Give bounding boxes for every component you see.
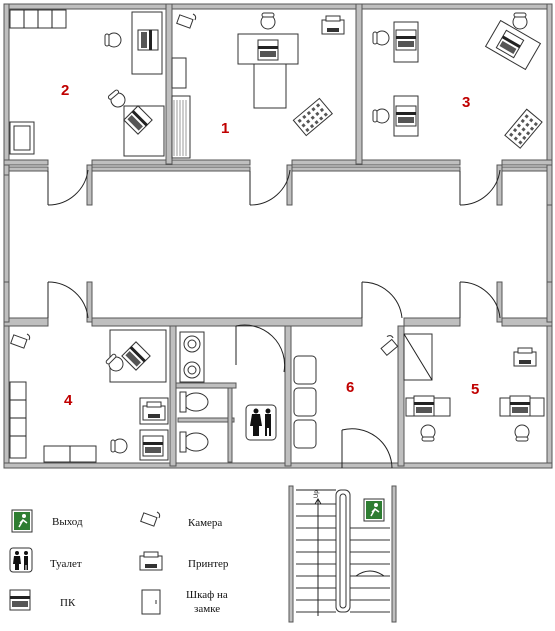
room-number-3: 3 [462, 94, 470, 111]
legend-pc-icon [9, 589, 31, 611]
room-3-furniture [372, 12, 543, 149]
legend-toilet-icon [9, 547, 33, 573]
legend: Выход Туалет ПК Камера Принтер Шкаф на з… [9, 509, 229, 615]
legend-cabinet-label-1: Шкаф на [186, 589, 228, 601]
room-5-furniture [403, 333, 545, 442]
interior-walls [3, 3, 553, 467]
room-2-furniture [9, 9, 165, 157]
room-number-6: 6 [346, 379, 354, 396]
stairs-up-label: Up [314, 490, 320, 498]
room-6-furniture [293, 333, 401, 449]
legend-printer-icon [139, 551, 163, 571]
legend-exit-icon [11, 509, 33, 533]
legend-cabinet-label-2: замке [194, 603, 220, 615]
toilet-sign-icon [245, 404, 277, 441]
room-number-1: 1 [221, 120, 229, 137]
legend-camera-label: Камера [188, 517, 222, 529]
legend-pc-label: ПК [60, 597, 76, 609]
wc-furniture [177, 331, 277, 463]
room-number-2: 2 [61, 82, 69, 99]
corridor-bottom-wall [3, 317, 553, 327]
legend-toilet-label: Туалет [50, 558, 82, 570]
legend-cabinet-icon [141, 589, 161, 615]
legend-camera-icon [140, 511, 161, 527]
room-1-furniture [171, 12, 345, 159]
staircase: Up [288, 485, 397, 623]
outer-walls [3, 3, 553, 469]
exit-sign-icon-stairs [363, 498, 385, 522]
legend-printer-label: Принтер [188, 558, 229, 570]
corridor-top-wall [3, 159, 553, 172]
doors [47, 169, 501, 469]
room-labels: 2 1 3 4 6 5 [61, 82, 479, 409]
room-4-furniture [9, 329, 169, 463]
room-number-5: 5 [471, 381, 479, 398]
legend-exit-label: Выход [52, 516, 83, 528]
room-number-4: 4 [64, 392, 73, 409]
